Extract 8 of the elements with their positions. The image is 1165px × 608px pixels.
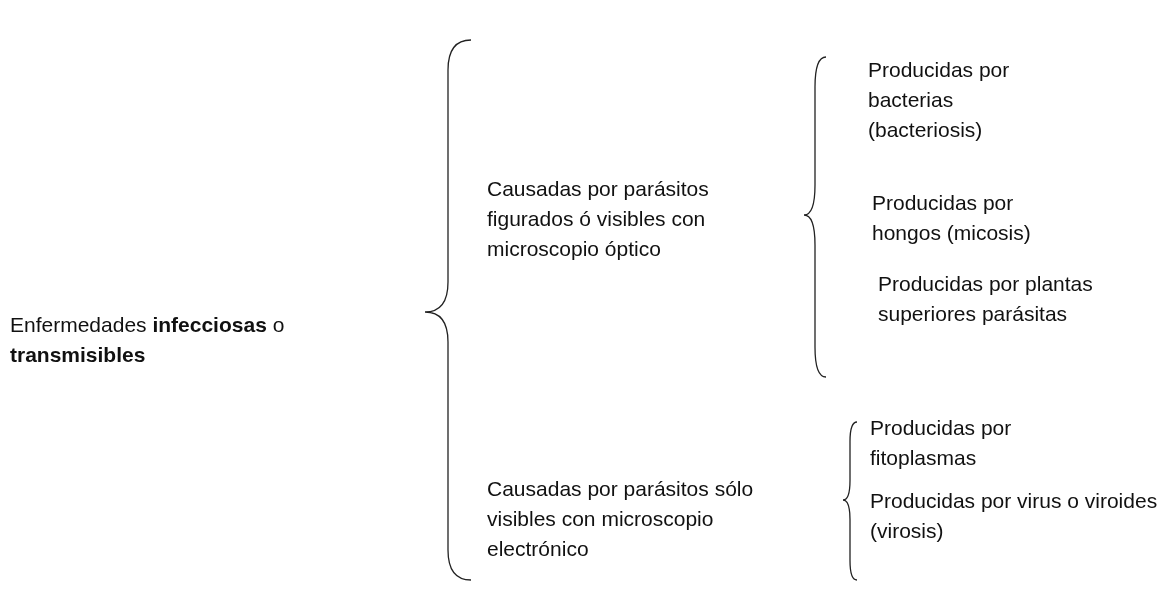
node-text: Producidas por virus o viroides (virosis) (870, 488, 1159, 544)
node-text: Causadas por parásitos sólo visibles con microscopio electrónico (487, 476, 755, 562)
node-text: Producidas por hongos (micosis) (872, 190, 1032, 246)
node-text: Causadas por parásitos figurados ó visibles con microscopio óptico (487, 176, 710, 262)
node-text: Producidas por bacterias (bacteriosis) (868, 57, 1011, 143)
node-text: Producidas por fitoplasmas (870, 415, 1013, 471)
node-text: Enfermedades infecciosas o transmisibles (10, 312, 286, 368)
node-text: Producidas por plantas superiores parásitas (878, 271, 1094, 327)
